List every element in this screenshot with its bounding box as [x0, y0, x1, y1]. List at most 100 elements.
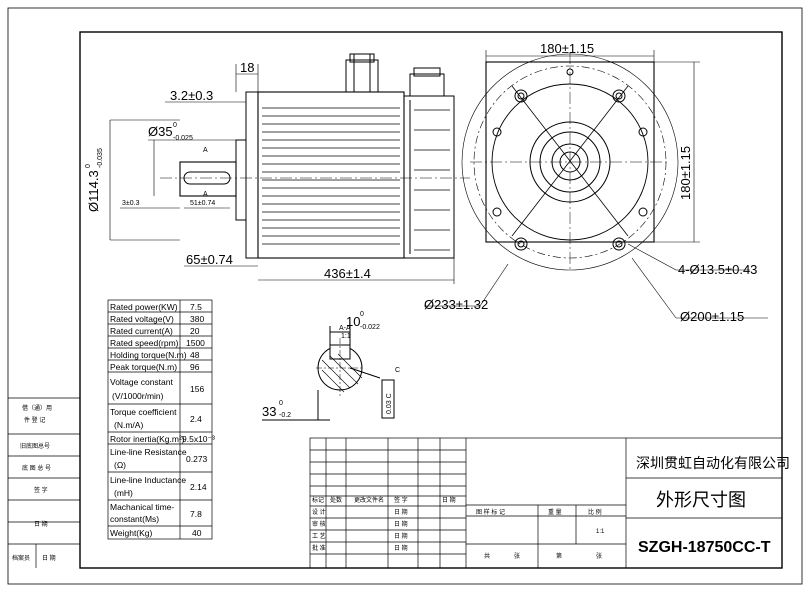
check-label: 审 核 — [312, 520, 326, 528]
rev-sign: 签 字 — [394, 496, 408, 504]
approve-label: 批 准 — [312, 544, 326, 552]
side-label: 借（通）用 — [22, 404, 52, 412]
mounting-holes: 4-Ø13.5±0.43 — [678, 262, 757, 277]
weight-label: 重 量 — [548, 508, 562, 516]
dim-3: 3±0.3 — [122, 200, 140, 207]
date-label: 日 期 — [394, 508, 408, 516]
pcd-diameter: Ø233±1.32 — [424, 297, 488, 312]
side-label: 日 期 — [34, 520, 48, 528]
dim-18: 18 — [240, 60, 254, 75]
front-view — [461, 52, 679, 272]
dim-51: 51±0.74 — [190, 200, 215, 207]
sheet-no-label: 第 — [556, 552, 562, 560]
rev-mark: 标记 — [312, 496, 324, 504]
dim-65: 65±0.74 — [186, 252, 233, 267]
rev-file: 更改文件名 — [354, 496, 384, 504]
left-side-block — [8, 397, 80, 568]
spigot-diameter: Ø114.3 — [86, 170, 101, 212]
spec-label: Holding torque(N.m) — [110, 350, 187, 360]
spec-label-2: (Ω) — [114, 460, 126, 470]
spec-label: Torque coefficient — [110, 407, 177, 417]
spec-value: 40 — [192, 528, 202, 538]
key-depth: 33 — [262, 404, 276, 419]
shaft-tol-up: 0 — [173, 122, 177, 129]
spec-value: 9.5x10⁻³ — [182, 434, 215, 444]
section-a-top: A — [203, 147, 208, 154]
spec-label: Rotor inertia(Kg.m²) — [110, 434, 185, 444]
title-block-text: 深圳贯虹自动化有限公司 外形尺寸图 SZGH-18750CC-T 标记 处数 更… — [312, 455, 790, 560]
key-scale: 1:1 — [341, 333, 351, 340]
side-dimension-lines — [109, 64, 455, 284]
scale-value: 1:1 — [596, 529, 605, 535]
spec-label: Rated speed(rpm) — [110, 338, 179, 348]
gdt-frame-text: 0.03 C — [386, 393, 393, 414]
spec-label: Rated power(KW) — [110, 302, 178, 312]
spec-value: 2.4 — [190, 414, 202, 424]
spec-label: Weight(Kg) — [110, 528, 153, 538]
spec-label: Rated current(A) — [110, 326, 173, 336]
spec-label-2: (V/1000r/min) — [112, 391, 164, 401]
spec-label: Line-line Resistance — [110, 447, 187, 457]
stage-mark-label: 图 样 标 记 — [476, 508, 505, 516]
scale-label: 比 例 — [588, 508, 602, 516]
dimension-texts: 18 3.2±0.3 Ø35 0 -0.025 Ø114.3 0 -0.035 … — [85, 41, 757, 419]
date-label: 日 期 — [394, 544, 408, 552]
spec-value: 96 — [190, 362, 200, 372]
side-view — [160, 53, 470, 259]
outer-frame — [7, 7, 803, 585]
dim-3-2: 3.2±0.3 — [170, 88, 213, 103]
drawing-name: 外形尺寸图 — [656, 490, 746, 510]
key-section-view — [262, 326, 395, 421]
spec-value: 20 — [190, 326, 200, 336]
rev-date: 日 期 — [442, 496, 456, 504]
spec-label: Voltage constant — [110, 377, 173, 387]
date-label: 日 期 — [394, 520, 408, 528]
spec-table — [107, 299, 213, 540]
spec-label: Machanical time- — [110, 502, 174, 512]
rev-count: 处数 — [330, 496, 342, 504]
section-a-bottom: A — [203, 191, 208, 198]
key-tol-up: 0 — [360, 311, 364, 318]
date-label: 日 期 — [394, 532, 408, 540]
key-tol-down: -0.022 — [360, 324, 380, 331]
spec-value: 380 — [190, 314, 204, 324]
spec-value: 156 — [190, 384, 204, 394]
left-side-text: 借（通）用 件 登 记 旧底图总号 底 图 总 号 签 字 日 期 档案员 日 … — [12, 404, 56, 562]
side-label: 旧底图总号 — [20, 442, 50, 450]
shaft-tol-down: -0.025 — [173, 135, 193, 142]
dim-436: 436±1.4 — [324, 266, 371, 281]
side-label: 日 期 — [42, 554, 56, 562]
spec-label: Peak torque(N.m) — [110, 362, 177, 372]
side-label: 签 字 — [34, 486, 48, 494]
front-dimension-lines — [424, 50, 768, 319]
title-block — [309, 437, 783, 569]
spec-value: 7.5 — [190, 302, 202, 312]
spec-value: 7.8 — [190, 509, 202, 519]
key-width: 10 — [346, 314, 360, 329]
spec-value: 1500 — [186, 338, 205, 348]
total-label: 共 — [484, 552, 490, 560]
spigot-tol-down: -0.035 — [97, 148, 104, 168]
datum-label: C — [395, 367, 400, 374]
side-label: 档案员 — [12, 554, 30, 562]
spec-label-2: (N.m/A) — [114, 420, 143, 430]
company-name: 深圳贯虹自动化有限公司 — [636, 455, 790, 471]
model-number: SZGH-18750CC-T — [638, 539, 771, 556]
side-label: 底 图 总 号 — [22, 464, 51, 472]
key-section-label: A-A — [339, 325, 351, 332]
spec-label-2: (mH) — [114, 488, 133, 498]
shaft-diameter: Ø35 — [148, 124, 173, 139]
spec-label: Rated voltage(V) — [110, 314, 174, 324]
spec-value: 2.14 — [190, 482, 207, 492]
key-depth-tol-up: 0 — [279, 400, 283, 407]
spec-label-2: constant(Ms) — [110, 514, 159, 524]
spec-label: Line-line Inductance — [110, 475, 186, 485]
design-label: 设 计 — [312, 508, 326, 516]
pilot-diameter: Ø200±1.15 — [680, 309, 744, 324]
flange-width: 180±1.15 — [540, 41, 594, 56]
flange-height: 180±1.15 — [678, 146, 693, 200]
process-label: 工 艺 — [312, 532, 326, 540]
spec-value: 48 — [190, 350, 200, 360]
spec-table-text: Rated power(KW) 7.5 Rated voltage(V) 380… — [110, 302, 215, 538]
